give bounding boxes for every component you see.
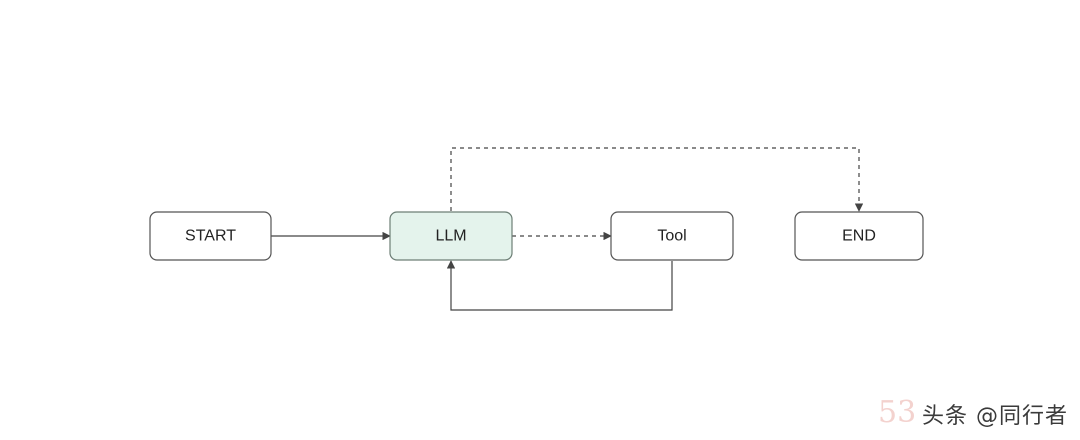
node-tool: Tool <box>610 211 734 261</box>
node-llm: LLM <box>389 211 513 261</box>
edge-llm-to-end <box>450 147 864 212</box>
node-tool-label: Tool <box>657 228 686 245</box>
node-start: START <box>149 211 272 261</box>
node-llm-label: LLM <box>435 228 466 245</box>
faint-watermark-mark: 53 <box>878 395 917 430</box>
watermark: 头条 @同行者 <box>922 404 1068 429</box>
node-end-label: END <box>842 228 876 245</box>
edge-tool-to-llm <box>446 260 673 311</box>
node-end: END <box>794 211 924 261</box>
node-start-label: START <box>185 228 236 245</box>
